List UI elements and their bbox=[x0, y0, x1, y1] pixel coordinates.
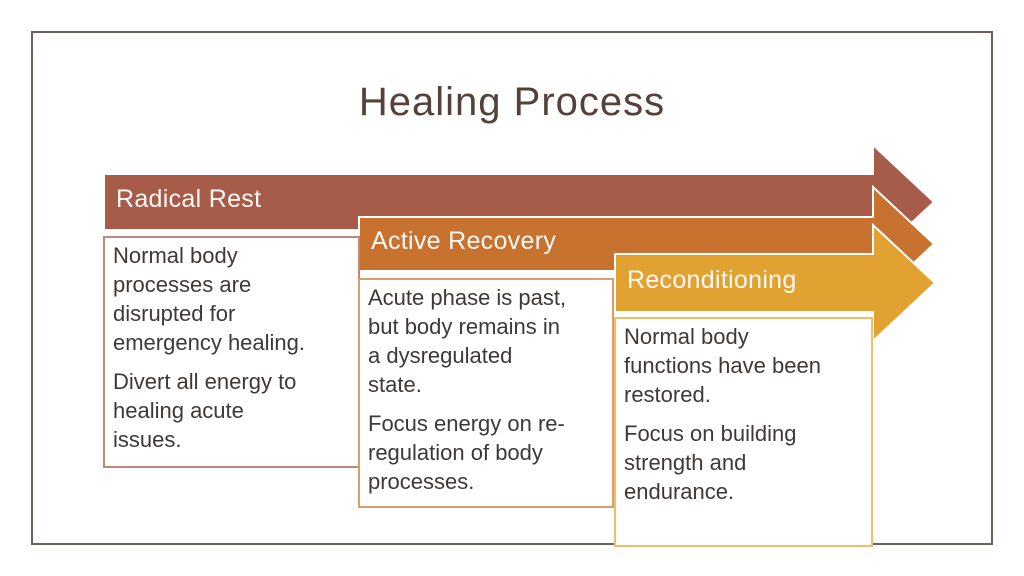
step-label-active-recovery: Active Recovery bbox=[371, 226, 557, 255]
step-paragraph: Focus on building strength and endurance… bbox=[624, 421, 797, 504]
step-label-radical-rest: Radical Rest bbox=[116, 184, 262, 213]
step-paragraph: Normal body processes are disrupted for … bbox=[113, 243, 306, 355]
step-paragraph: Normal body functions have been restored… bbox=[624, 324, 821, 407]
step-description-box-radical-rest: Normal body processes are disrupted for … bbox=[103, 236, 360, 468]
step-description-box-reconditioning: Normal body functions have been restored… bbox=[614, 317, 873, 547]
arrow-shape-reconditioning bbox=[614, 222, 937, 344]
step-paragraph: Acute phase is past, but body remains in… bbox=[368, 285, 567, 397]
slide-title: Healing Process bbox=[358, 80, 666, 124]
step-label-reconditioning: Reconditioning bbox=[627, 265, 797, 294]
slide-frame-border bbox=[31, 31, 993, 545]
step-paragraph: Focus energy on re- regulation of body p… bbox=[368, 411, 565, 494]
step-description-box-active-recovery: Acute phase is past, but body remains in… bbox=[358, 278, 614, 508]
step-paragraph: Divert all energy to healing acute issue… bbox=[113, 369, 297, 452]
